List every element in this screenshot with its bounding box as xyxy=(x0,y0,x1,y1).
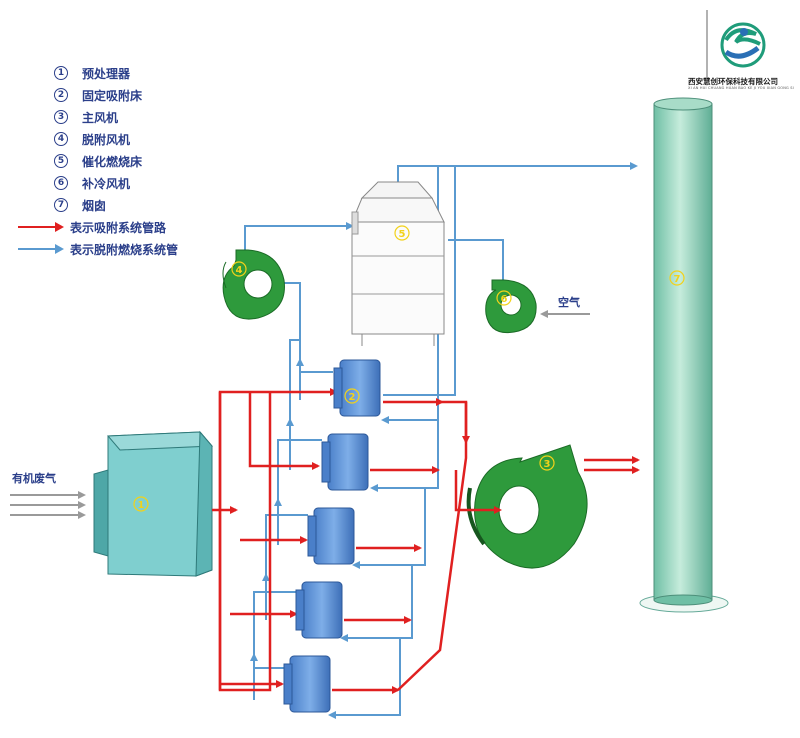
legend-label: 烟囱 xyxy=(82,198,107,213)
adsorption-bed xyxy=(321,433,369,491)
legend-label: 催化燃烧床 xyxy=(82,154,143,169)
legend-label: 固定吸附床 xyxy=(82,88,143,103)
legend-num: 5 xyxy=(54,154,68,168)
badge-cooling-fan: 6 xyxy=(501,294,508,305)
legend-num: 6 xyxy=(54,176,68,190)
badge-adsorption-bed: 2 xyxy=(349,392,356,403)
legend-item-6: 6 补冷风机 xyxy=(16,172,246,194)
badge-chimney: 7 xyxy=(674,274,681,285)
red-arrow-icon xyxy=(18,222,64,232)
legend-num: 3 xyxy=(54,110,68,124)
badge-desorption-fan: 4 xyxy=(236,265,243,276)
legend-item-3: 3 主风机 xyxy=(16,106,246,128)
legend-item-5: 5 催化燃烧床 xyxy=(16,150,246,172)
adsorption-pipes xyxy=(212,388,640,694)
legend-num: 7 xyxy=(54,198,68,212)
badge-pretreatment: 1 xyxy=(138,500,145,511)
company-logo xyxy=(706,10,766,78)
legend-item-1: 1 预处理器 xyxy=(16,62,246,84)
adsorption-bed xyxy=(283,655,331,713)
legend-label: 主风机 xyxy=(82,110,119,125)
adsorption-bed xyxy=(307,507,355,565)
legend-label: 脱附风机 xyxy=(82,132,131,147)
chimney xyxy=(639,97,729,613)
legend-red-line: 表示吸附系统管路 xyxy=(16,216,246,238)
legend-item-2: 2 固定吸附床 xyxy=(16,84,246,106)
legend: 1 预处理器 2 固定吸附床 3 主风机 4 脱附风机 5 催化燃烧床 6 补冷风机 7 烟囱… xyxy=(16,62,246,260)
legend-item-7: 7 烟囱 xyxy=(16,194,246,216)
adsorption-bed xyxy=(333,359,381,417)
catalytic-combustion-bed xyxy=(351,181,445,346)
number-badges: 1 2 3 4 5 6 7 xyxy=(133,225,685,512)
air-label: 空气 xyxy=(558,296,580,309)
legend-line-label: 表示吸附系统管路 xyxy=(70,220,167,235)
legend-item-4: 4 脱附风机 xyxy=(16,128,246,150)
legend-num: 2 xyxy=(54,88,68,102)
legend-num: 4 xyxy=(54,132,68,146)
main-fan xyxy=(466,444,588,569)
legend-blue-line: 表示脱附燃烧系统管 xyxy=(16,238,246,260)
inlet-arrows xyxy=(10,491,86,519)
adsorption-bed xyxy=(295,581,343,639)
legend-label: 预处理器 xyxy=(82,66,131,81)
cooling-fan xyxy=(485,279,537,334)
desorption-fan xyxy=(222,249,285,320)
company-name: 西安慧创环保科技有限公司 xyxy=(688,77,778,86)
adsorption-beds xyxy=(283,359,381,713)
company-name-en: XI AN HUI CHUANG HUAN BAO KE JI YOU XIAN… xyxy=(688,86,794,90)
legend-line-label: 表示脱附燃烧系统管 xyxy=(70,242,179,257)
inlet-label: 有机废气 xyxy=(12,472,56,485)
badge-catalytic-bed: 5 xyxy=(399,229,406,240)
blue-arrow-icon xyxy=(18,244,64,254)
legend-label: 补冷风机 xyxy=(82,176,131,191)
pretreatment-unit xyxy=(93,430,214,577)
badge-main-fan: 3 xyxy=(544,459,551,470)
legend-num: 1 xyxy=(54,66,68,80)
